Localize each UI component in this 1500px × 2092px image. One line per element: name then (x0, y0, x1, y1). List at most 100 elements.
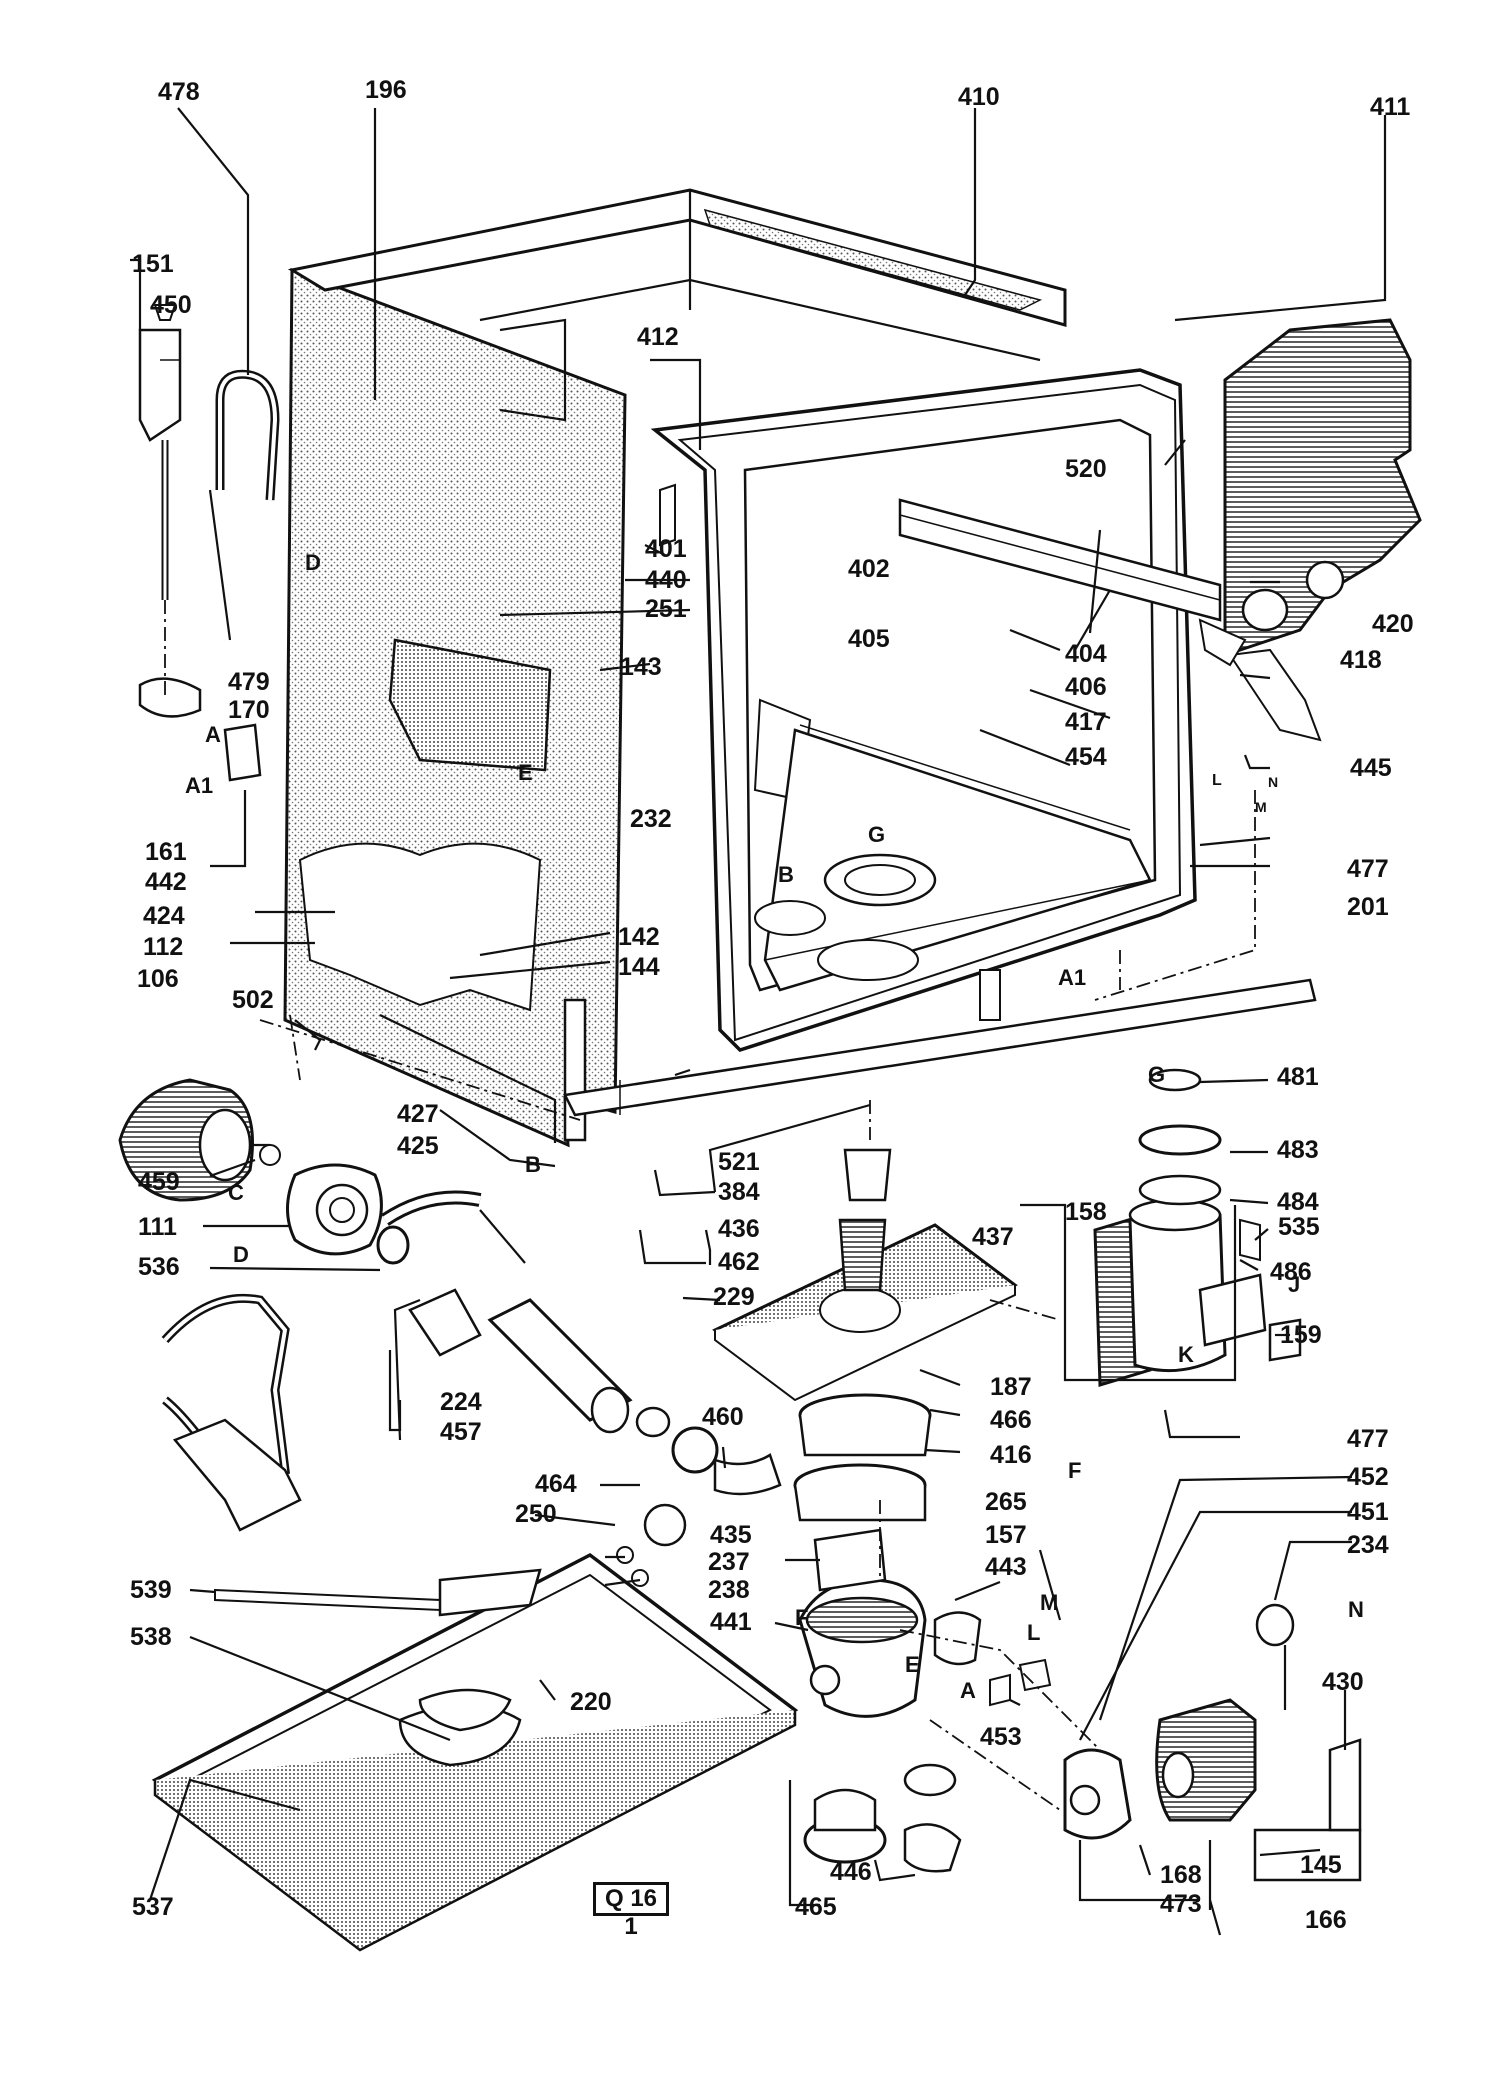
part-label: 486 (1270, 1258, 1312, 1286)
letter-label: F (795, 1605, 808, 1630)
circulation-pump-motor (118, 1078, 281, 1202)
part-label: 521 (718, 1148, 760, 1176)
part-label: 406 (1065, 673, 1107, 701)
part-label: 220 (570, 1688, 612, 1716)
part-label: 250 (515, 1500, 557, 1528)
part-label: 440 (645, 566, 687, 594)
part-label: 157 (985, 1521, 1027, 1549)
part-label: 443 (985, 1553, 1027, 1581)
part-label: 536 (138, 1253, 180, 1281)
drain-pump-motor (1155, 1698, 1362, 1882)
part-label: 520 (1065, 455, 1107, 483)
letter-label: M (1255, 799, 1267, 815)
part-label: 441 (710, 1608, 752, 1636)
letter-label: M (1040, 1590, 1058, 1615)
part-label: 464 (535, 1470, 577, 1498)
part-label: 111 (138, 1213, 177, 1241)
pump-housing (286, 1163, 410, 1265)
part-label: 417 (1065, 708, 1107, 736)
part-label: 537 (132, 1893, 174, 1921)
part-label: 466 (990, 1406, 1032, 1434)
letter-label: B (525, 1152, 541, 1177)
part-label: 187 (990, 1373, 1032, 1401)
part-label: 144 (618, 953, 660, 981)
filter-cylinder (838, 1148, 892, 1292)
part-label: 145 (1300, 1851, 1342, 1879)
letter-label: E (905, 1652, 920, 1677)
part-label: 161 (145, 838, 187, 866)
part-label: 224 (440, 1388, 482, 1416)
letter-label: A1 (1058, 965, 1086, 990)
part-label: 454 (1065, 743, 1107, 771)
letter-label: N (1348, 1597, 1364, 1622)
part-label: 484 (1277, 1188, 1319, 1216)
part-label: 473 (1160, 1890, 1202, 1918)
salt-container-tank (1093, 1068, 1302, 1387)
letter-label: A (960, 1678, 976, 1703)
part-label: 196 (365, 76, 407, 104)
letter-label: A (205, 722, 221, 747)
part-label: 412 (637, 323, 679, 351)
part-label: 445 (1350, 754, 1392, 782)
part-label: 405 (848, 625, 890, 653)
drain-pump-parts (903, 1611, 1132, 1873)
air-break-hose (208, 369, 280, 641)
part-label: 106 (137, 965, 179, 993)
water-softener-assembly (138, 304, 262, 782)
part-label: 234 (1347, 1531, 1389, 1559)
side-insulation-panel (1198, 318, 1422, 742)
part-label: 229 (713, 1283, 755, 1311)
part-label: 112 (143, 933, 183, 961)
assembly-axis-lines (164, 600, 1256, 1811)
part-label: 170 (228, 696, 270, 724)
part-label: 424 (143, 902, 185, 930)
diagram-reference-code: Q 16 1 (593, 1882, 669, 1940)
part-label: 479 (228, 668, 270, 696)
sump-housing (793, 1393, 932, 1864)
part-label: 418 (1340, 646, 1382, 674)
part-label: 411 (1370, 93, 1410, 121)
part-label: 427 (397, 1100, 439, 1128)
part-label: 535 (1278, 1213, 1320, 1241)
part-label: 539 (130, 1576, 172, 1604)
part-label: 477 (1347, 1425, 1389, 1453)
leader-lines (130, 107, 1387, 1936)
part-label: 142 (618, 923, 660, 951)
part-label: 437 (972, 1223, 1014, 1251)
connection-letter-labels: D A A1 E G B A1 G C B D J K F F M L E A … (185, 550, 1364, 1703)
part-label: 265 (985, 1488, 1027, 1516)
part-label: 401 (645, 535, 687, 563)
letter-label: F (1068, 1458, 1081, 1483)
part-label: 420 (1372, 610, 1414, 638)
part-label: 465 (795, 1893, 837, 1921)
letter-label: K (1178, 1342, 1194, 1367)
heating-element (161, 1293, 302, 1532)
letter-label: L (1027, 1620, 1040, 1645)
float-lever (214, 1588, 441, 1612)
part-label: 442 (145, 868, 187, 896)
part-label: 410 (958, 83, 1000, 111)
part-label: 435 (710, 1521, 752, 1549)
part-label: 166 (1305, 1906, 1347, 1934)
part-label: 481 (1277, 1063, 1319, 1091)
part-label: 446 (830, 1858, 872, 1886)
part-label: 416 (990, 1441, 1032, 1469)
hose-joint-parts (616, 1406, 782, 1587)
part-label: 384 (718, 1178, 760, 1206)
part-label: 158 (1065, 1198, 1107, 1226)
letter-label: L (1212, 772, 1222, 789)
letter-label: N (1268, 774, 1278, 790)
letter-label: B (778, 862, 794, 887)
letter-label: E (518, 760, 533, 785)
letter-label: J (1288, 1272, 1300, 1297)
part-label: 201 (1347, 893, 1389, 921)
part-label: 232 (630, 805, 672, 833)
part-label: 404 (1065, 640, 1107, 668)
base-tray (151, 1552, 799, 1952)
part-label: 425 (397, 1132, 439, 1160)
spray-tube (408, 1288, 633, 1434)
part-label: 538 (130, 1623, 172, 1651)
letter-label: A1 (185, 773, 213, 798)
letter-label: D (233, 1242, 249, 1267)
part-label: 460 (702, 1403, 744, 1431)
